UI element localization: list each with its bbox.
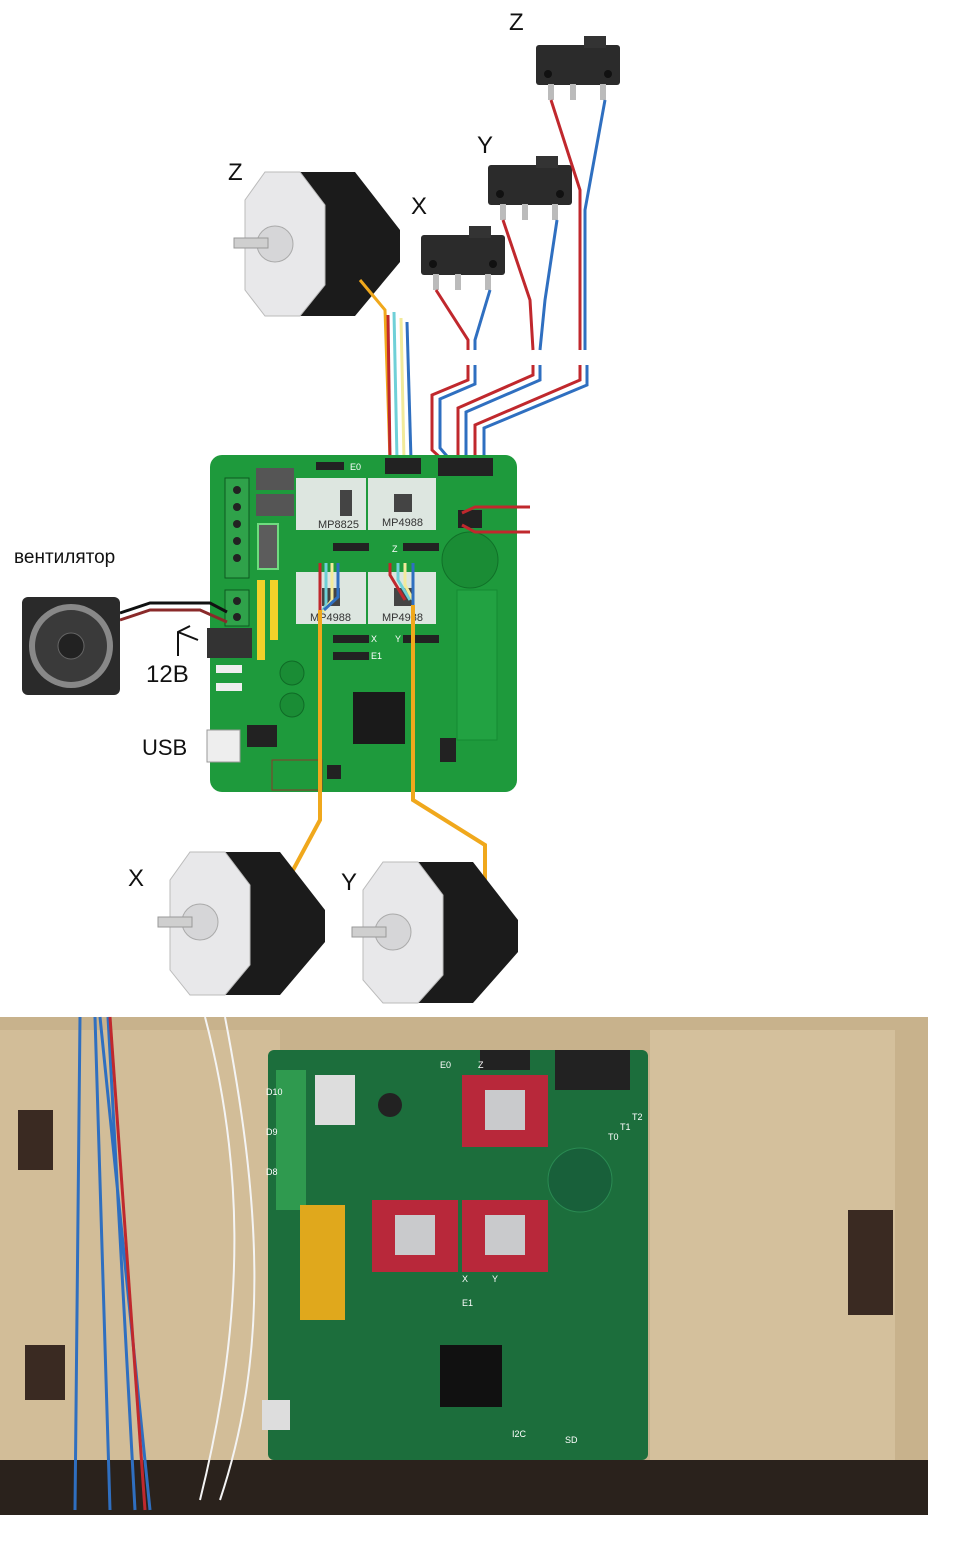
driver-label-z: MP4988 [382,517,423,529]
motor-y-label: Y [341,869,357,896]
silk-t1: T1 [620,1122,631,1132]
power-label: 12В [146,661,189,688]
silk-i2c: I2C [512,1429,527,1439]
endstop-x [421,226,505,290]
silk-t2: T2 [632,1112,643,1122]
header-label-x: X [371,634,377,644]
stepper-motor-y [351,861,518,1004]
endstop-y-label: Y [477,132,493,159]
usb-label: USB [142,735,187,760]
endstop-y [488,156,572,220]
silk-sd: SD [565,1435,578,1445]
header-label-z: Z [392,544,398,554]
silk-y: Y [492,1274,498,1284]
silk-z: Z [478,1060,484,1070]
fan-label: вентилятор [14,547,115,568]
silk-t0: T0 [608,1132,619,1142]
photo-silkscreen: E0 Z X Y E1 T0 T1 T2 D10 D9 D8 I2C SD [266,1060,643,1445]
endstop-z [536,36,620,100]
header-label-y: Y [395,634,401,644]
silk-d8: D8 [266,1167,278,1177]
silk-d10: D10 [266,1087,283,1097]
driver-label-y: MP4988 [382,612,423,624]
driver-label-x: MP4988 [310,612,351,624]
fan [22,597,120,695]
motor-z-label: Z [228,159,243,186]
power-pointer-icon [177,625,199,656]
endstop-x-label: X [411,193,427,220]
silk-d9: D9 [266,1127,278,1137]
board-photo [0,1016,928,1515]
motor-z-wires [358,279,413,461]
endstop-wires [430,99,607,464]
xy-motor-wires [283,563,487,905]
controller-board [206,455,517,792]
stepper-motor-z [233,171,400,317]
header-label-e0: E0 [350,462,361,472]
endstop-z-label: Z [509,9,524,36]
silk-e0: E0 [440,1060,451,1070]
stepper-motor-x [157,851,325,996]
silk-e1: E1 [462,1298,473,1308]
driver-label-e0: MP8825 [318,519,359,531]
silk-x: X [462,1274,468,1284]
header-label-e1: E1 [371,651,382,661]
motor-x-label: X [128,865,144,892]
power-wires [119,505,530,624]
